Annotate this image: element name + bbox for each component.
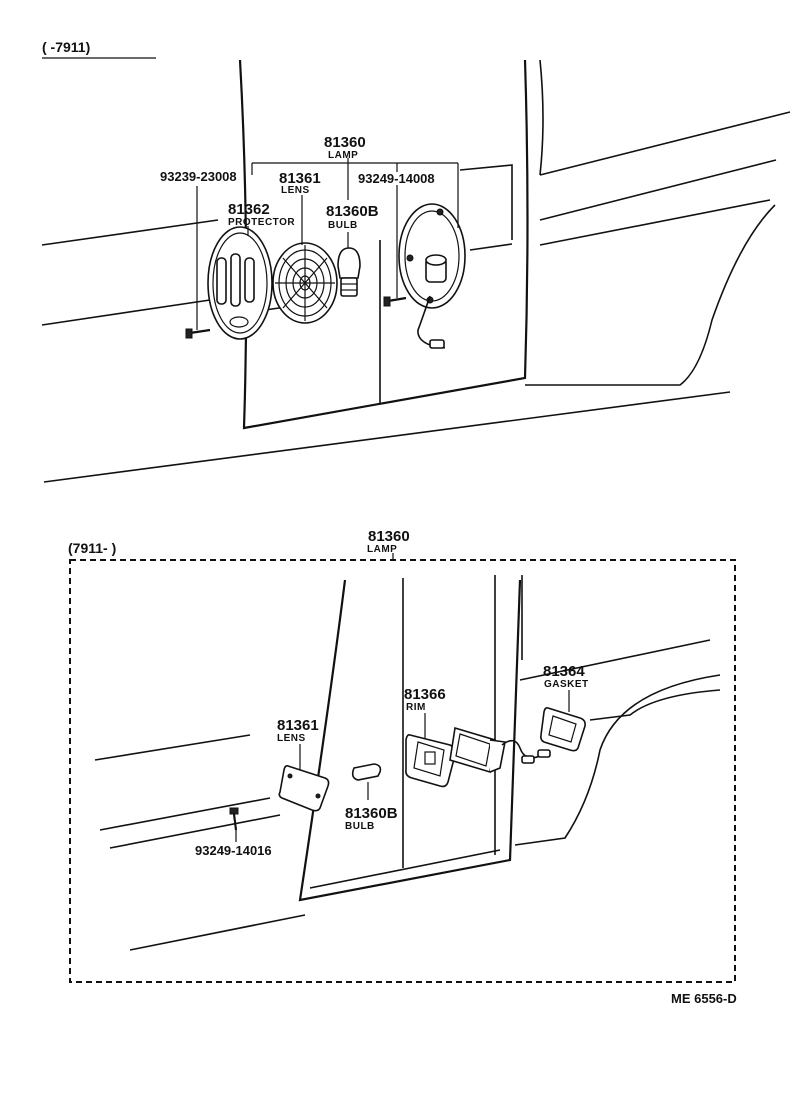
lower-leader-lines — [235, 553, 570, 842]
lower-screw-part — [229, 807, 239, 831]
upper-label-screw-b: 93249-14008 — [358, 171, 435, 186]
upper-protector-part — [207, 226, 273, 340]
upper-label-bulb: 81360B BULB — [326, 203, 379, 231]
upper-leader-lines — [196, 158, 459, 330]
lower-rim-number: 81366 — [404, 686, 446, 703]
lower-rim-name: RIM — [406, 702, 426, 713]
lower-lens-number: 81361 — [277, 717, 319, 734]
upper-vehicle-body — [41, 59, 791, 483]
lower-section: (7911- ) — [68, 528, 736, 983]
upper-screw-a-number: 93239-23008 — [160, 169, 237, 184]
lower-lens-part — [278, 765, 330, 812]
lower-label-rim: 81366 RIM — [404, 686, 446, 713]
lower-date-range: (7911- ) — [68, 540, 116, 556]
lower-gasket-number: 81364 — [543, 663, 585, 680]
lower-housing-part — [449, 726, 551, 774]
upper-bulb-number: 81360B — [326, 203, 379, 220]
upper-lens-part — [272, 242, 338, 324]
upper-section: ( -7911) — [41, 39, 791, 483]
upper-screw-right — [383, 296, 407, 307]
lower-bulb-name: BULB — [345, 821, 375, 832]
lower-gasket-name: GASKET — [544, 679, 589, 690]
lower-label-bulb: 81360B BULB — [345, 805, 398, 832]
lower-label-lens: 81361 LENS — [277, 717, 319, 744]
lower-lens-name: LENS — [277, 733, 306, 744]
upper-lamp-number: 81360 — [324, 134, 366, 151]
upper-housing-part — [398, 203, 466, 349]
lower-lamp-name: LAMP — [367, 544, 397, 555]
lower-label-screw: 93249-14016 — [195, 843, 272, 858]
lower-gasket-part — [540, 707, 586, 752]
lower-screw-number: 93249-14016 — [195, 843, 272, 858]
lower-label-lamp: 81360 LAMP — [367, 528, 410, 555]
lower-bulb-part — [351, 763, 382, 781]
upper-label-lens: 81361 LENS — [279, 170, 321, 196]
upper-protector-number: 81362 — [228, 201, 270, 218]
upper-bulb-part — [337, 247, 361, 297]
upper-protector-name: PROTECTOR — [228, 217, 295, 228]
lower-dashed-frame — [69, 559, 736, 983]
upper-date-range: ( -7911) — [42, 39, 90, 55]
lower-lamp-number: 81360 — [368, 528, 410, 545]
lower-label-gasket: 81364 GASKET — [543, 663, 589, 690]
upper-label-screw-a: 93239-23008 — [160, 169, 237, 184]
upper-label-protector: 81362 PROTECTOR — [228, 201, 295, 228]
drawing-code: ME 6556-D — [671, 991, 737, 1006]
upper-label-lamp: 81360 LAMP — [324, 134, 366, 161]
upper-screw-b-number: 93249-14008 — [358, 171, 435, 186]
upper-lamp-name: LAMP — [328, 150, 358, 161]
lower-vehicle-body — [94, 575, 721, 951]
upper-screw-left — [185, 328, 211, 339]
lower-rim-part — [405, 734, 456, 788]
lower-bulb-number: 81360B — [345, 805, 398, 822]
upper-lens-name: LENS — [281, 185, 310, 196]
upper-bulb-name: BULB — [328, 220, 358, 231]
upper-lens-number: 81361 — [279, 170, 321, 187]
